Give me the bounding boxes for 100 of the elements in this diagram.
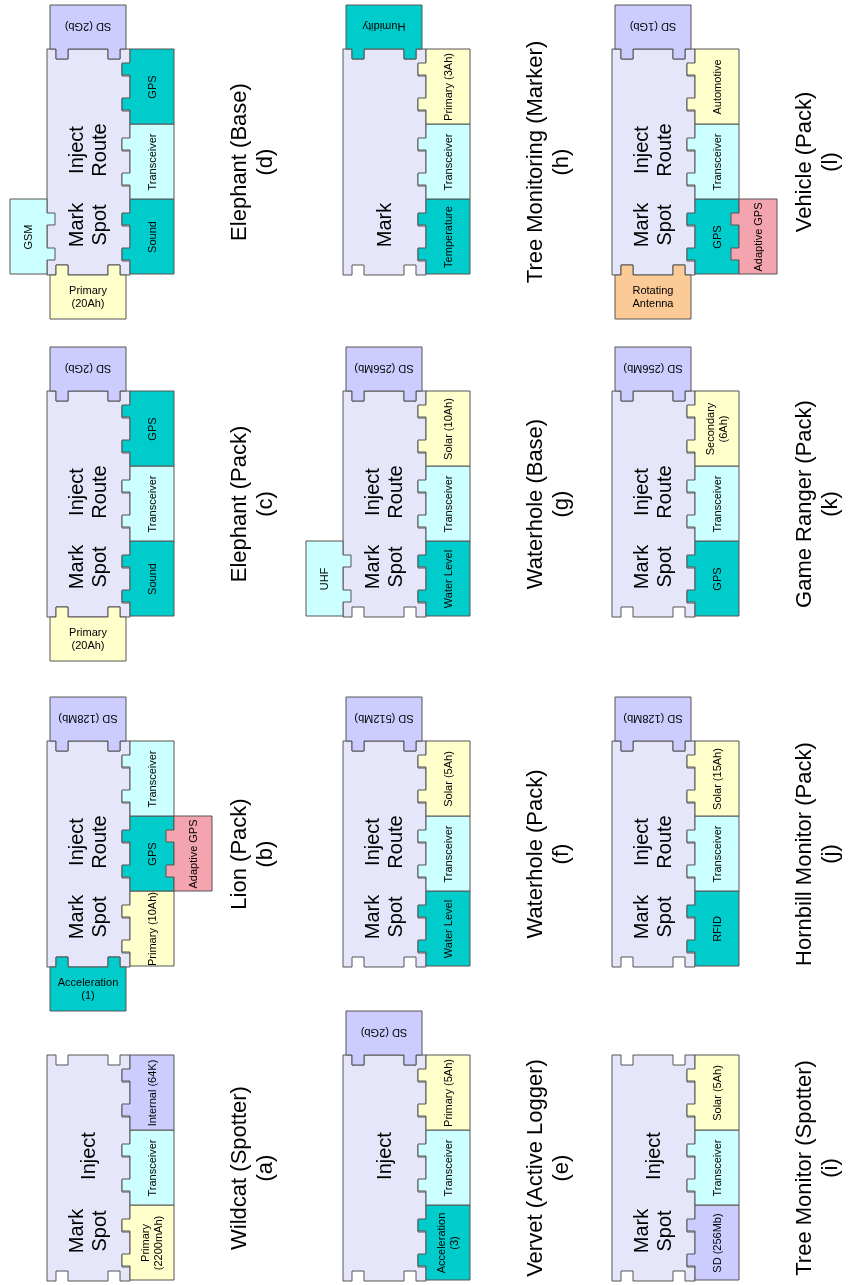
- module-piece: [346, 5, 422, 59]
- module-label: SD (256Mb): [623, 362, 683, 376]
- module-label: SD (512Mb): [354, 712, 414, 726]
- module-label: SD (2Gb): [64, 362, 112, 376]
- board-label: Mark Spot: [630, 893, 676, 942]
- module-piece: [50, 5, 126, 59]
- module-label: Primary (3Ah): [441, 53, 455, 121]
- module-label: Transceiver: [145, 133, 159, 191]
- board-label: Mark Spot: [630, 1207, 676, 1256]
- module-label: Transceiver: [710, 825, 724, 883]
- board-label: Inject Route: [65, 464, 111, 521]
- board-label: Mark Spot: [65, 543, 111, 592]
- module-label: Automotive: [710, 59, 724, 115]
- board-label: Mark Spot: [65, 893, 111, 942]
- board-label: Mark Spot: [630, 201, 676, 250]
- main-board-piece: [612, 49, 695, 275]
- module-label: Transceiver: [710, 475, 724, 533]
- board-label: Inject Route: [361, 814, 407, 871]
- panel-letter: (l): [817, 151, 843, 174]
- board-label: Inject Route: [630, 464, 676, 521]
- panel-title: Elephant (Pack): [226, 424, 252, 585]
- panel-title: Tree Monitoring (Marker): [522, 39, 548, 286]
- panel-letter: (d): [252, 147, 278, 178]
- module-label: RFID: [710, 916, 724, 942]
- module-label: Temperature: [441, 206, 455, 268]
- board-label: Mark: [372, 201, 396, 250]
- main-board-piece: [47, 391, 130, 617]
- module-label: GPS: [145, 417, 159, 441]
- board-label: Mark Spot: [65, 201, 111, 250]
- main-board-piece: [612, 1055, 695, 1281]
- module-label: SD (128Mb): [58, 712, 118, 726]
- main-board-piece: [612, 741, 695, 967]
- module-label: Acceleration (3): [435, 1211, 461, 1276]
- main-board-piece: [47, 741, 130, 967]
- module-label: Adaptive GPS: [186, 819, 200, 889]
- board-label: Inject: [372, 1131, 396, 1182]
- module-label: SD (2Gb): [64, 20, 112, 34]
- module-piece: [346, 697, 422, 751]
- board-label: Inject Route: [361, 464, 407, 521]
- module-label: Humidity: [362, 20, 406, 34]
- board-label: Inject: [76, 1131, 100, 1182]
- module-label: Primary (5Ah): [441, 1059, 455, 1127]
- module-label: GPS: [710, 567, 724, 591]
- module-label: Transceiver: [145, 1139, 159, 1197]
- panel-letter: (c): [252, 490, 278, 519]
- board-label: Mark Spot: [630, 543, 676, 592]
- module-label: Solar (5Ah): [441, 751, 455, 807]
- module-label: GPS: [145, 75, 159, 99]
- module-label: Transceiver: [441, 133, 455, 191]
- module-piece: [346, 1011, 422, 1065]
- module-label: SD (1Gb): [629, 20, 677, 34]
- board-label: Inject Route: [65, 122, 111, 179]
- main-board-piece: [47, 1055, 130, 1281]
- module-label: Transceiver: [710, 1139, 724, 1197]
- module-label: Transceiver: [441, 825, 455, 883]
- board-label: Mark Spot: [65, 1207, 111, 1256]
- board-label: Inject: [641, 1131, 665, 1182]
- panel-letter: (h): [548, 147, 574, 178]
- panel-title: Hornbill Monitor (Pack): [791, 741, 817, 968]
- module-label: Sound: [145, 563, 159, 595]
- panel-letter: (i): [817, 1157, 843, 1180]
- module-label: Solar (10Ah): [441, 398, 455, 460]
- module-label: Solar (15Ah): [710, 748, 724, 810]
- module-label: Water Level: [441, 549, 455, 609]
- module-label: Primary (2200mAh): [139, 1214, 165, 1273]
- module-label: Primary (20Ah): [68, 284, 108, 310]
- panel-title: Vehicle (Pack): [791, 90, 817, 235]
- module-label: Water Level: [441, 899, 455, 959]
- module-label: Rotating Antenna: [631, 284, 675, 310]
- module-label: Adaptive GPS: [751, 202, 765, 272]
- module-label: Internal (64K): [145, 1059, 159, 1127]
- module-piece: [346, 347, 422, 401]
- module-label: GPS: [145, 842, 159, 866]
- module-label: UHF: [318, 567, 331, 591]
- module-label: Acceleration (1): [56, 976, 120, 1002]
- board-label: Mark Spot: [361, 893, 407, 942]
- main-board-piece: [343, 1055, 426, 1281]
- board-label: Mark Spot: [361, 543, 407, 592]
- panel-title: Vervet (Active Logger): [522, 1058, 548, 1279]
- panel-title: Game Ranger (Pack): [791, 399, 817, 610]
- module-label: SD (2Gb): [360, 1026, 408, 1040]
- module-piece: [50, 347, 126, 401]
- panel-letter: (k): [817, 490, 843, 519]
- board-label: Inject Route: [630, 122, 676, 179]
- main-board-piece: [612, 391, 695, 617]
- main-board-piece: [343, 49, 426, 275]
- module-piece: [615, 5, 691, 59]
- module-label: Transceiver: [145, 475, 159, 533]
- module-label: SD (256Mb): [354, 362, 414, 376]
- module-piece: [615, 347, 691, 401]
- panel-title: Lion (Pack): [226, 797, 252, 912]
- panel-letter: (g): [548, 489, 574, 520]
- panel-letter: (f): [548, 842, 574, 867]
- module-label: Primary (10Ah): [145, 892, 159, 966]
- module-label: Sound: [145, 221, 159, 253]
- panel-letter: (a): [252, 1153, 278, 1184]
- main-board-piece: [343, 741, 426, 967]
- panel-title: Elephant (Base): [226, 82, 252, 243]
- panel-title: Wildcat (Spotter): [226, 1085, 252, 1252]
- module-label: Transceiver: [145, 750, 159, 808]
